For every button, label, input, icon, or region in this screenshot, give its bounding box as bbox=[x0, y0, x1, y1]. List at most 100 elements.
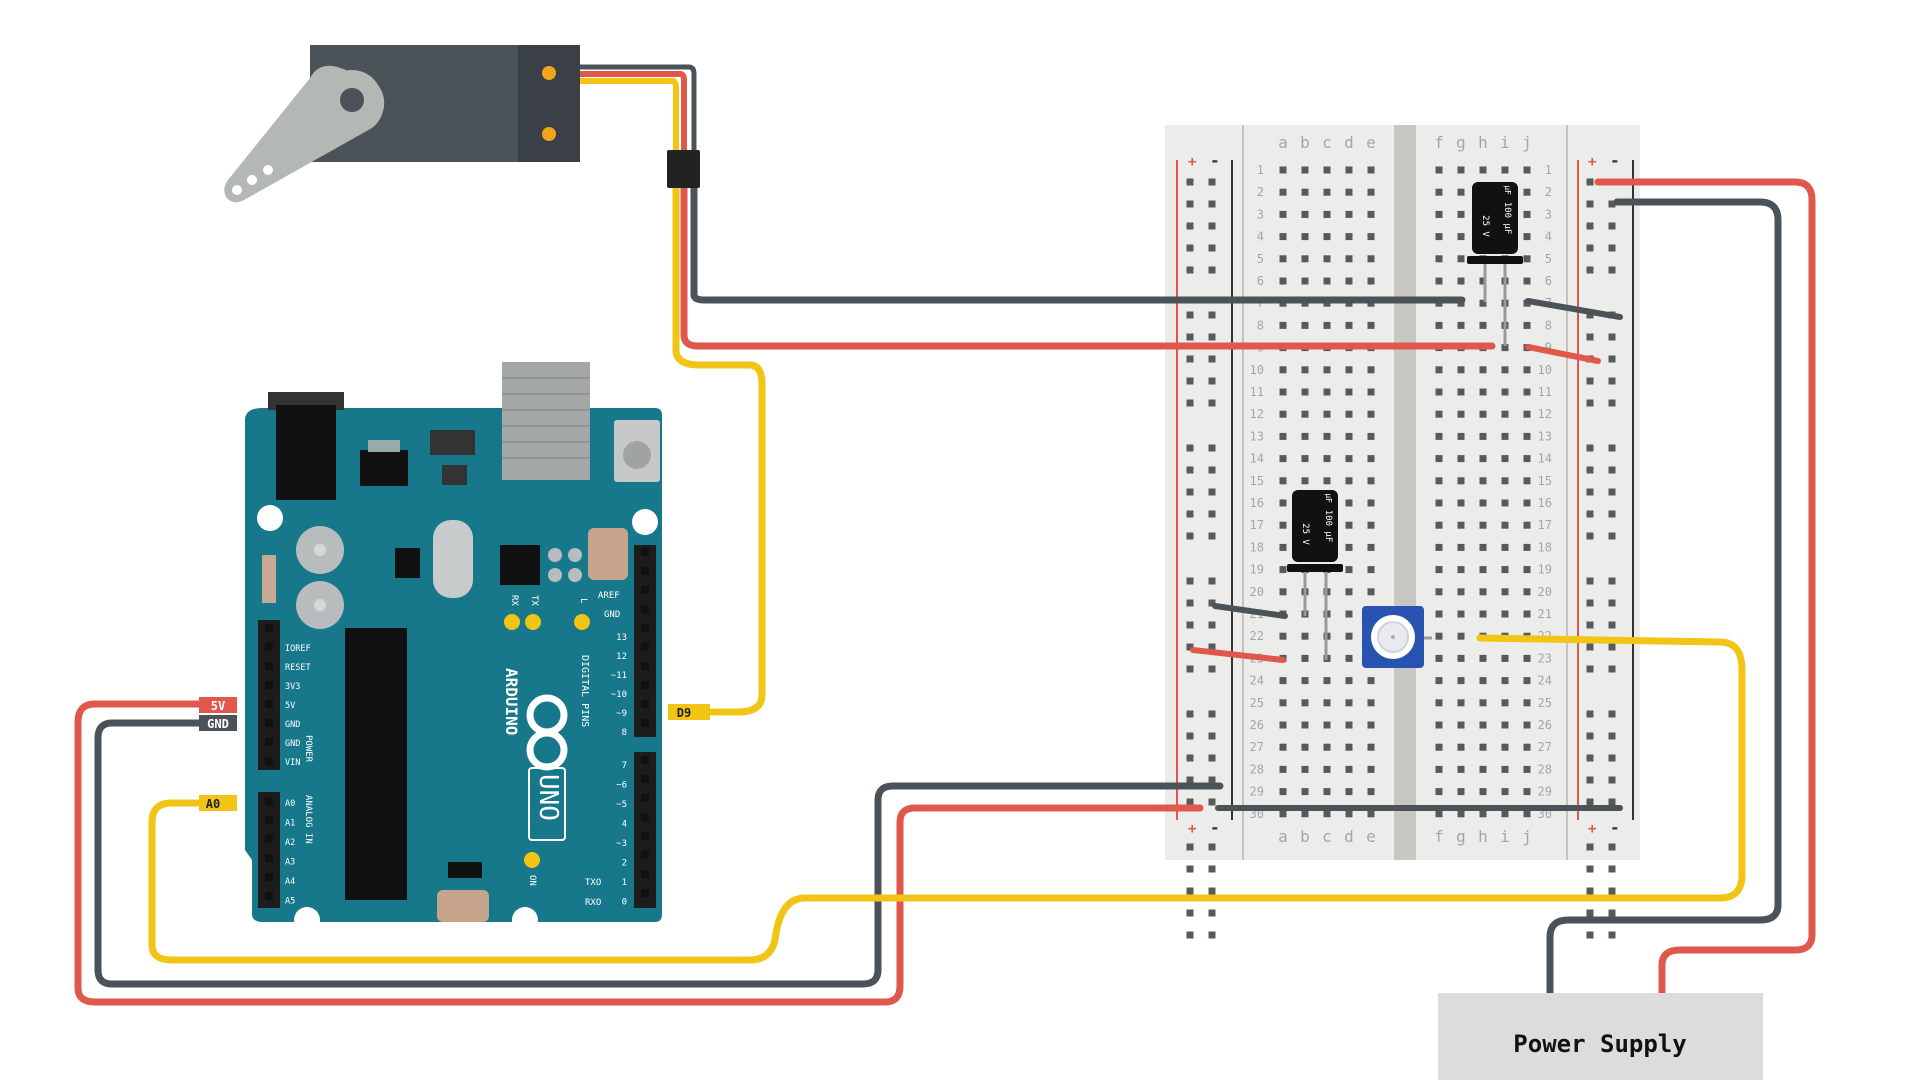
row-number-left: 12 bbox=[1250, 407, 1264, 421]
breadboard-hole bbox=[1435, 677, 1443, 685]
rail-hole bbox=[1586, 532, 1594, 540]
row-number-right: 23 bbox=[1538, 651, 1552, 665]
right-minus-top: - bbox=[1610, 151, 1620, 170]
rail-hole bbox=[1208, 909, 1216, 917]
rail-hole bbox=[1586, 377, 1594, 385]
header-pin bbox=[641, 624, 649, 632]
breadboard-hole bbox=[1435, 210, 1443, 218]
row-number-left: 18 bbox=[1250, 540, 1264, 554]
via-4 bbox=[568, 568, 582, 582]
breadboard-hole bbox=[1345, 632, 1353, 640]
breadboard-hole bbox=[1523, 521, 1531, 529]
breadboard-hole bbox=[1301, 632, 1309, 640]
rail-hole bbox=[1608, 266, 1616, 274]
rail-hole bbox=[1608, 643, 1616, 651]
breadboard-hole bbox=[1345, 499, 1353, 507]
row-number-right: 15 bbox=[1538, 474, 1552, 488]
digital-pin-number: 12 bbox=[616, 652, 627, 662]
rail-hole bbox=[1608, 444, 1616, 452]
row-number-left: 10 bbox=[1250, 363, 1264, 377]
rail-hole bbox=[1208, 200, 1216, 208]
row-number-right: 24 bbox=[1538, 674, 1552, 688]
power-header-label: IOREF bbox=[285, 644, 311, 654]
breadboard-hole bbox=[1523, 477, 1531, 485]
digital-pin-number: 2 bbox=[622, 859, 627, 869]
breadboard-hole bbox=[1435, 588, 1443, 596]
rail-hole bbox=[1208, 887, 1216, 895]
left-minus-bottom: - bbox=[1210, 818, 1220, 837]
rail-hole bbox=[1186, 377, 1194, 385]
breadboard-hole bbox=[1279, 321, 1287, 329]
rail-hole bbox=[1186, 200, 1194, 208]
breadboard-hole bbox=[1345, 477, 1353, 485]
capacitor-top-base bbox=[1467, 256, 1523, 264]
header-pin bbox=[265, 624, 273, 632]
power-supply-label: Power Supply bbox=[1513, 1030, 1686, 1058]
breadboard-hole bbox=[1457, 610, 1465, 618]
rail-hole bbox=[1208, 665, 1216, 673]
rail-hole bbox=[1208, 244, 1216, 252]
servo-ribbon-yellow bbox=[572, 78, 679, 168]
breadboard-hole bbox=[1523, 410, 1531, 418]
power-header-label: RESET bbox=[285, 663, 311, 673]
row-number-left: 17 bbox=[1250, 518, 1264, 532]
breadboard-hole bbox=[1479, 277, 1487, 285]
breadboard-hole bbox=[1523, 721, 1531, 729]
breadboard-hole bbox=[1345, 521, 1353, 529]
breadboard-hole bbox=[1479, 765, 1487, 773]
row-number-right: 20 bbox=[1538, 585, 1552, 599]
breadboard-hole bbox=[1501, 810, 1509, 818]
capacitor1-ground-jumper bbox=[1525, 298, 1623, 320]
rail-hole bbox=[1608, 532, 1616, 540]
rail-hole bbox=[1186, 909, 1194, 917]
rail-hole bbox=[1586, 754, 1594, 762]
breadboard-hole bbox=[1523, 699, 1531, 707]
breadboard-hole bbox=[1301, 321, 1309, 329]
breadboard-hole bbox=[1479, 588, 1487, 596]
breadboard-hole bbox=[1301, 277, 1309, 285]
column-letter: i bbox=[1500, 827, 1510, 846]
breadboard-hole bbox=[1523, 765, 1531, 773]
breadboard-hole bbox=[1279, 366, 1287, 374]
row-number-left: 11 bbox=[1250, 385, 1264, 399]
column-letter: d bbox=[1344, 133, 1354, 152]
breadboard-hole bbox=[1345, 432, 1353, 440]
breadboard-hole bbox=[1345, 366, 1353, 374]
rail-hole bbox=[1186, 333, 1194, 341]
column-letter: f bbox=[1434, 133, 1444, 152]
rail-hole bbox=[1208, 865, 1216, 873]
digital-header-high bbox=[634, 545, 656, 737]
header-pin bbox=[265, 662, 273, 670]
breadboard-hole bbox=[1479, 166, 1487, 174]
capacitor-bottom-body bbox=[1292, 490, 1338, 562]
rail-hole bbox=[1608, 710, 1616, 718]
arduino-a0-wire bbox=[148, 634, 1746, 964]
row-number-right: 25 bbox=[1538, 696, 1552, 710]
breadboard-hole bbox=[1345, 388, 1353, 396]
breadboard-hole bbox=[1279, 588, 1287, 596]
rail-hole bbox=[1586, 333, 1594, 341]
header-pin bbox=[641, 794, 649, 802]
digital-pin-number: ~10 bbox=[611, 690, 627, 700]
row-number-left: 16 bbox=[1250, 496, 1264, 510]
analog-header-label: A4 bbox=[285, 877, 295, 887]
breadboard-hole bbox=[1345, 765, 1353, 773]
breadboard-hole bbox=[1457, 233, 1465, 241]
row-number-right: 16 bbox=[1538, 496, 1552, 510]
breadboard-hole bbox=[1501, 477, 1509, 485]
row-number-left: 13 bbox=[1250, 429, 1264, 443]
power-header-label: 3V3 bbox=[285, 682, 300, 692]
breadboard-hole bbox=[1523, 610, 1531, 618]
row-number-left: 29 bbox=[1250, 785, 1264, 799]
rail-hole bbox=[1186, 510, 1194, 518]
breadboard-hole bbox=[1479, 743, 1487, 751]
breadboard-hole bbox=[1523, 743, 1531, 751]
breadboard-hole bbox=[1501, 410, 1509, 418]
rail-hole bbox=[1586, 798, 1594, 806]
header-pin bbox=[641, 681, 649, 689]
breadboard-hole bbox=[1367, 588, 1375, 596]
breadboard-hole bbox=[1435, 743, 1443, 751]
row-number-left: 1 bbox=[1257, 163, 1264, 177]
